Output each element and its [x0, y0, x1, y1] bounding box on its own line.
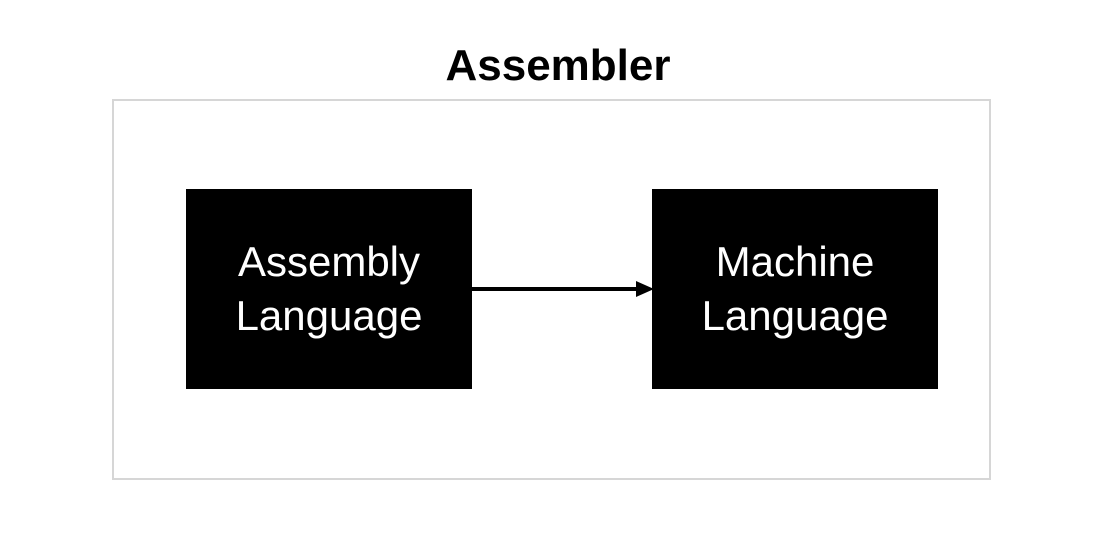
- diagram-title: Assembler: [445, 41, 671, 90]
- arrow-head: [636, 281, 654, 297]
- assembly-language-label-line1: Assembly: [237, 238, 421, 285]
- assembler-frame: [112, 99, 991, 480]
- machine-language-label-line2: Language: [701, 292, 889, 339]
- machine-language-node: Machine Language: [652, 189, 938, 389]
- assembly-language-node: Assembly Language: [186, 189, 472, 389]
- machine-language-label-line1: Machine: [715, 238, 875, 285]
- assembly-language-label-line2: Language: [235, 292, 423, 339]
